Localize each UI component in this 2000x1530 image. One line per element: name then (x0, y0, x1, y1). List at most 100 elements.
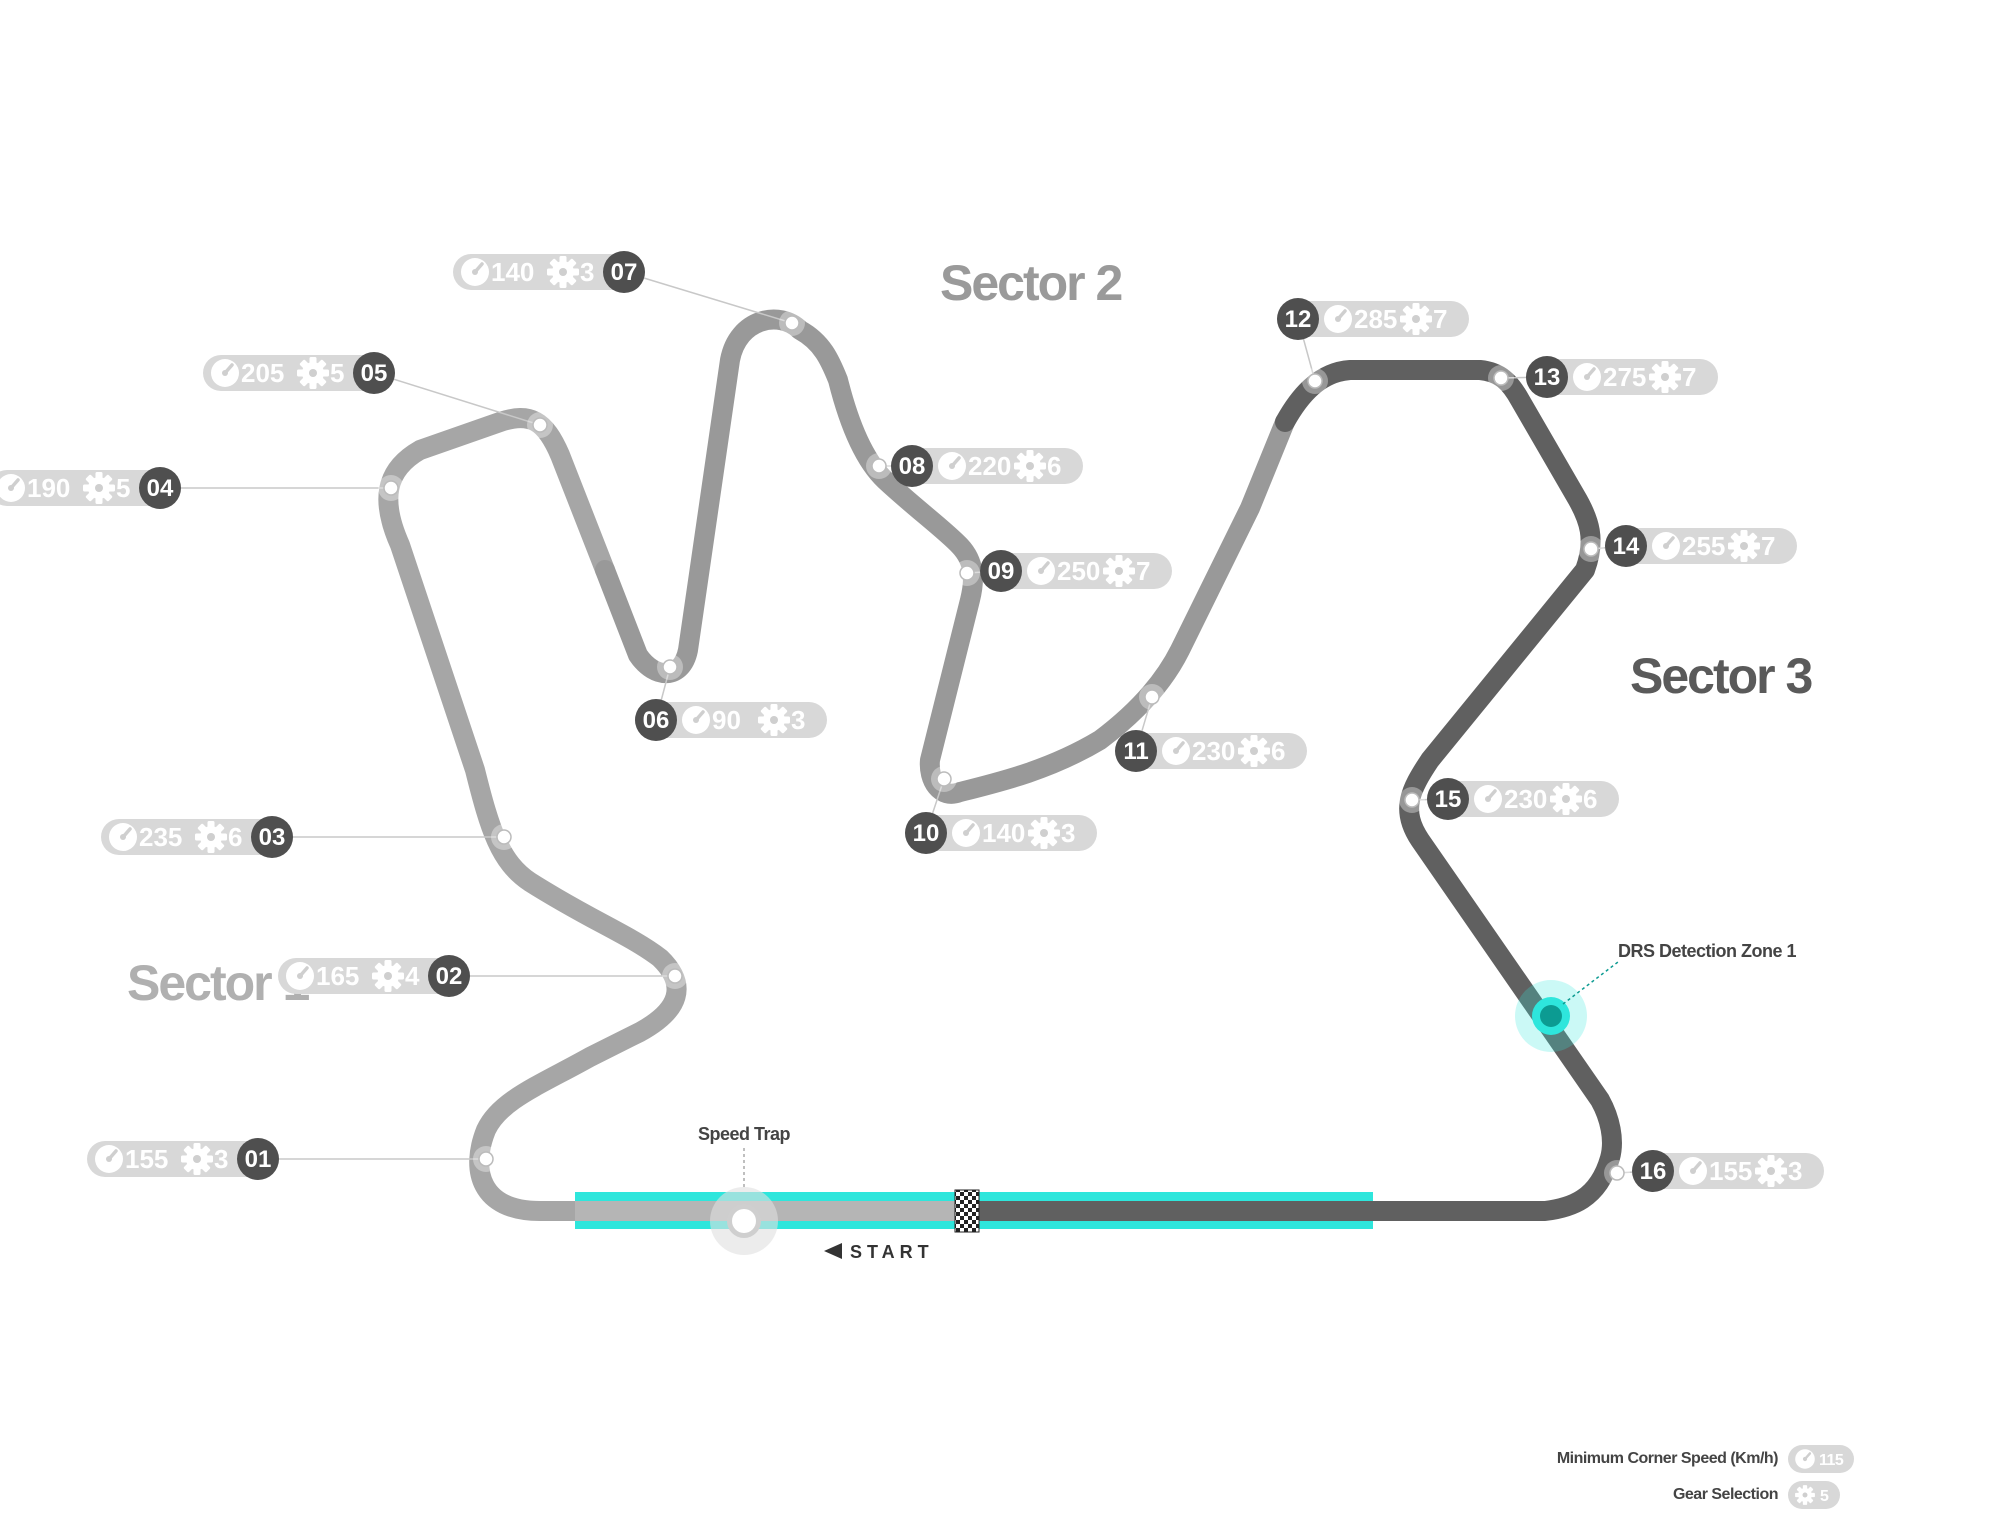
corner-number: 12 (1285, 306, 1312, 333)
gear-icon (1238, 735, 1270, 767)
speedometer-icon (1677, 1155, 1709, 1187)
finish-line-flag (954, 1189, 980, 1233)
legend-speed-label: Minimum Corner Speed (Km/h) (1557, 1450, 1778, 1467)
corner-min-speed: 220 (968, 451, 1011, 481)
gear-icon (181, 1143, 213, 1175)
corner-number-badge (1277, 298, 1319, 340)
corner-min-speed: 140 (982, 818, 1025, 848)
corner-number: 09 (988, 558, 1015, 585)
gear-icon (1014, 450, 1046, 482)
corner-min-speed: 90 (712, 705, 741, 735)
corner-min-speed: 190 (27, 473, 70, 503)
speedometer-icon (284, 960, 316, 992)
corner-gear: 3 (1061, 818, 1075, 848)
corner-connector (623, 271, 793, 324)
drs-detection-label: DRS Detection Zone 1 (1618, 941, 1797, 961)
speedometer-icon (1571, 361, 1603, 393)
gear-icon (1028, 817, 1060, 849)
track-sector-2 (595, 309, 1295, 804)
legend: Minimum Corner Speed (Km/h) 115 Gear Sel… (1557, 1445, 1854, 1509)
start-arrow-icon (824, 1243, 842, 1259)
corner-number: 13 (1534, 364, 1561, 391)
speedometer-icon (936, 450, 968, 482)
corner-number: 15 (1435, 786, 1462, 813)
speed-trap-label: Speed Trap (698, 1124, 791, 1144)
corner-point (478, 1151, 494, 1167)
drs-detection-marker[interactable]: DRS Detection Zone 1 (1515, 941, 1797, 1052)
corner-point (667, 968, 683, 984)
gear-icon (1550, 783, 1582, 815)
corner-point (784, 315, 800, 331)
gear-icon (547, 256, 579, 288)
corner-number-badge (237, 1138, 279, 1180)
gear-icon (195, 821, 227, 853)
track-sector-3 (955, 360, 1622, 1221)
corner-point (936, 771, 952, 787)
corner-min-speed: 155 (125, 1144, 168, 1174)
corner-10[interactable]: 140 3 10 (905, 766, 1097, 854)
corner-number-badge (428, 955, 470, 997)
corner-gear: 4 (405, 961, 420, 991)
corner-number-badge (1632, 1150, 1674, 1192)
corner-number: 10 (913, 820, 940, 847)
corner-gear: 6 (1271, 736, 1285, 766)
corner-number-badge (603, 251, 645, 293)
corner-point (1404, 792, 1420, 808)
corner-11[interactable]: 230 6 11 (1115, 684, 1307, 772)
legend-gear-icon (1795, 1485, 1815, 1505)
speedometer-icon (680, 704, 712, 736)
speedometer-icon (1322, 303, 1354, 335)
corner-number: 06 (643, 707, 670, 734)
corner-gear: 3 (1788, 1156, 1802, 1186)
legend-gear-label: Gear Selection (1673, 1486, 1778, 1503)
corner-number-badge (980, 550, 1022, 592)
corner-min-speed: 275 (1603, 362, 1646, 392)
corner-point (383, 480, 399, 496)
gear-icon (1400, 303, 1432, 335)
speedometer-icon (1160, 735, 1192, 767)
corner-gear: 3 (791, 705, 805, 735)
corner-point (532, 417, 548, 433)
corner-15[interactable]: 230 6 15 (1399, 778, 1619, 820)
gear-icon (83, 472, 115, 504)
corner-min-speed: 255 (1682, 531, 1725, 561)
corner-gear: 3 (580, 257, 594, 287)
corner-min-speed: 230 (1192, 736, 1235, 766)
speedometer-icon (950, 817, 982, 849)
corner-number: 16 (1640, 1158, 1667, 1185)
corner-number-badge (139, 467, 181, 509)
legend-speed-sample: 115 (1819, 1452, 1844, 1469)
gear-icon (1755, 1155, 1787, 1187)
corner-min-speed: 230 (1504, 784, 1547, 814)
corner-gear: 7 (1136, 556, 1150, 586)
gear-icon (372, 960, 404, 992)
gear-icon (1103, 555, 1135, 587)
corner-09[interactable]: 250 7 09 (954, 550, 1172, 592)
corner-number-badge (1427, 778, 1469, 820)
corner-number: 04 (147, 475, 174, 502)
gear-icon (758, 704, 790, 736)
corner-min-speed: 285 (1354, 304, 1397, 334)
corner-number: 11 (1123, 738, 1148, 765)
corner-point (871, 458, 887, 474)
corner-min-speed: 250 (1057, 556, 1100, 586)
corner-gear: 7 (1761, 531, 1775, 561)
corner-gear: 6 (1583, 784, 1597, 814)
speed-trap-marker[interactable]: Speed Trap (698, 1124, 791, 1255)
corner-number: 01 (245, 1146, 272, 1173)
corner-point (496, 829, 512, 845)
corner-06[interactable]: 90 3 06 (635, 654, 827, 741)
